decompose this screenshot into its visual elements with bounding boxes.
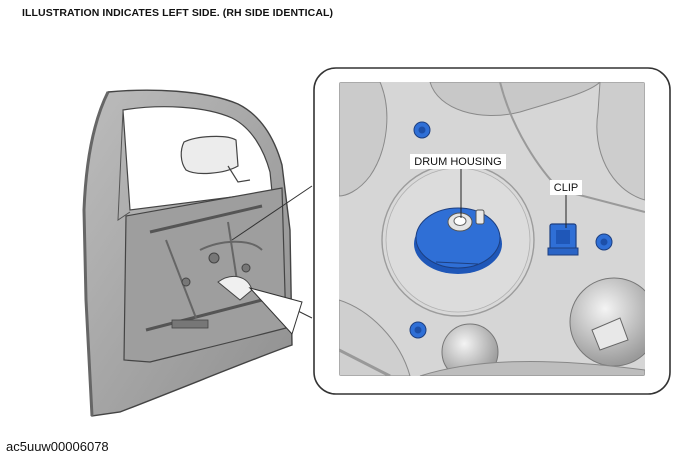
- clip: [547, 223, 579, 256]
- drum-housing-label: DRUM HOUSING: [414, 156, 501, 168]
- figure-code: ac5uuw00006078: [6, 439, 109, 454]
- door-illustration: [82, 89, 313, 417]
- detail-box: DRUM HOUSING CLIP: [313, 67, 671, 395]
- clip-label: CLIP: [554, 182, 578, 194]
- drum-housing: [414, 207, 502, 274]
- illustration-note: ILLUSTRATION INDICATES LEFT SIDE. (RH SI…: [22, 7, 334, 19]
